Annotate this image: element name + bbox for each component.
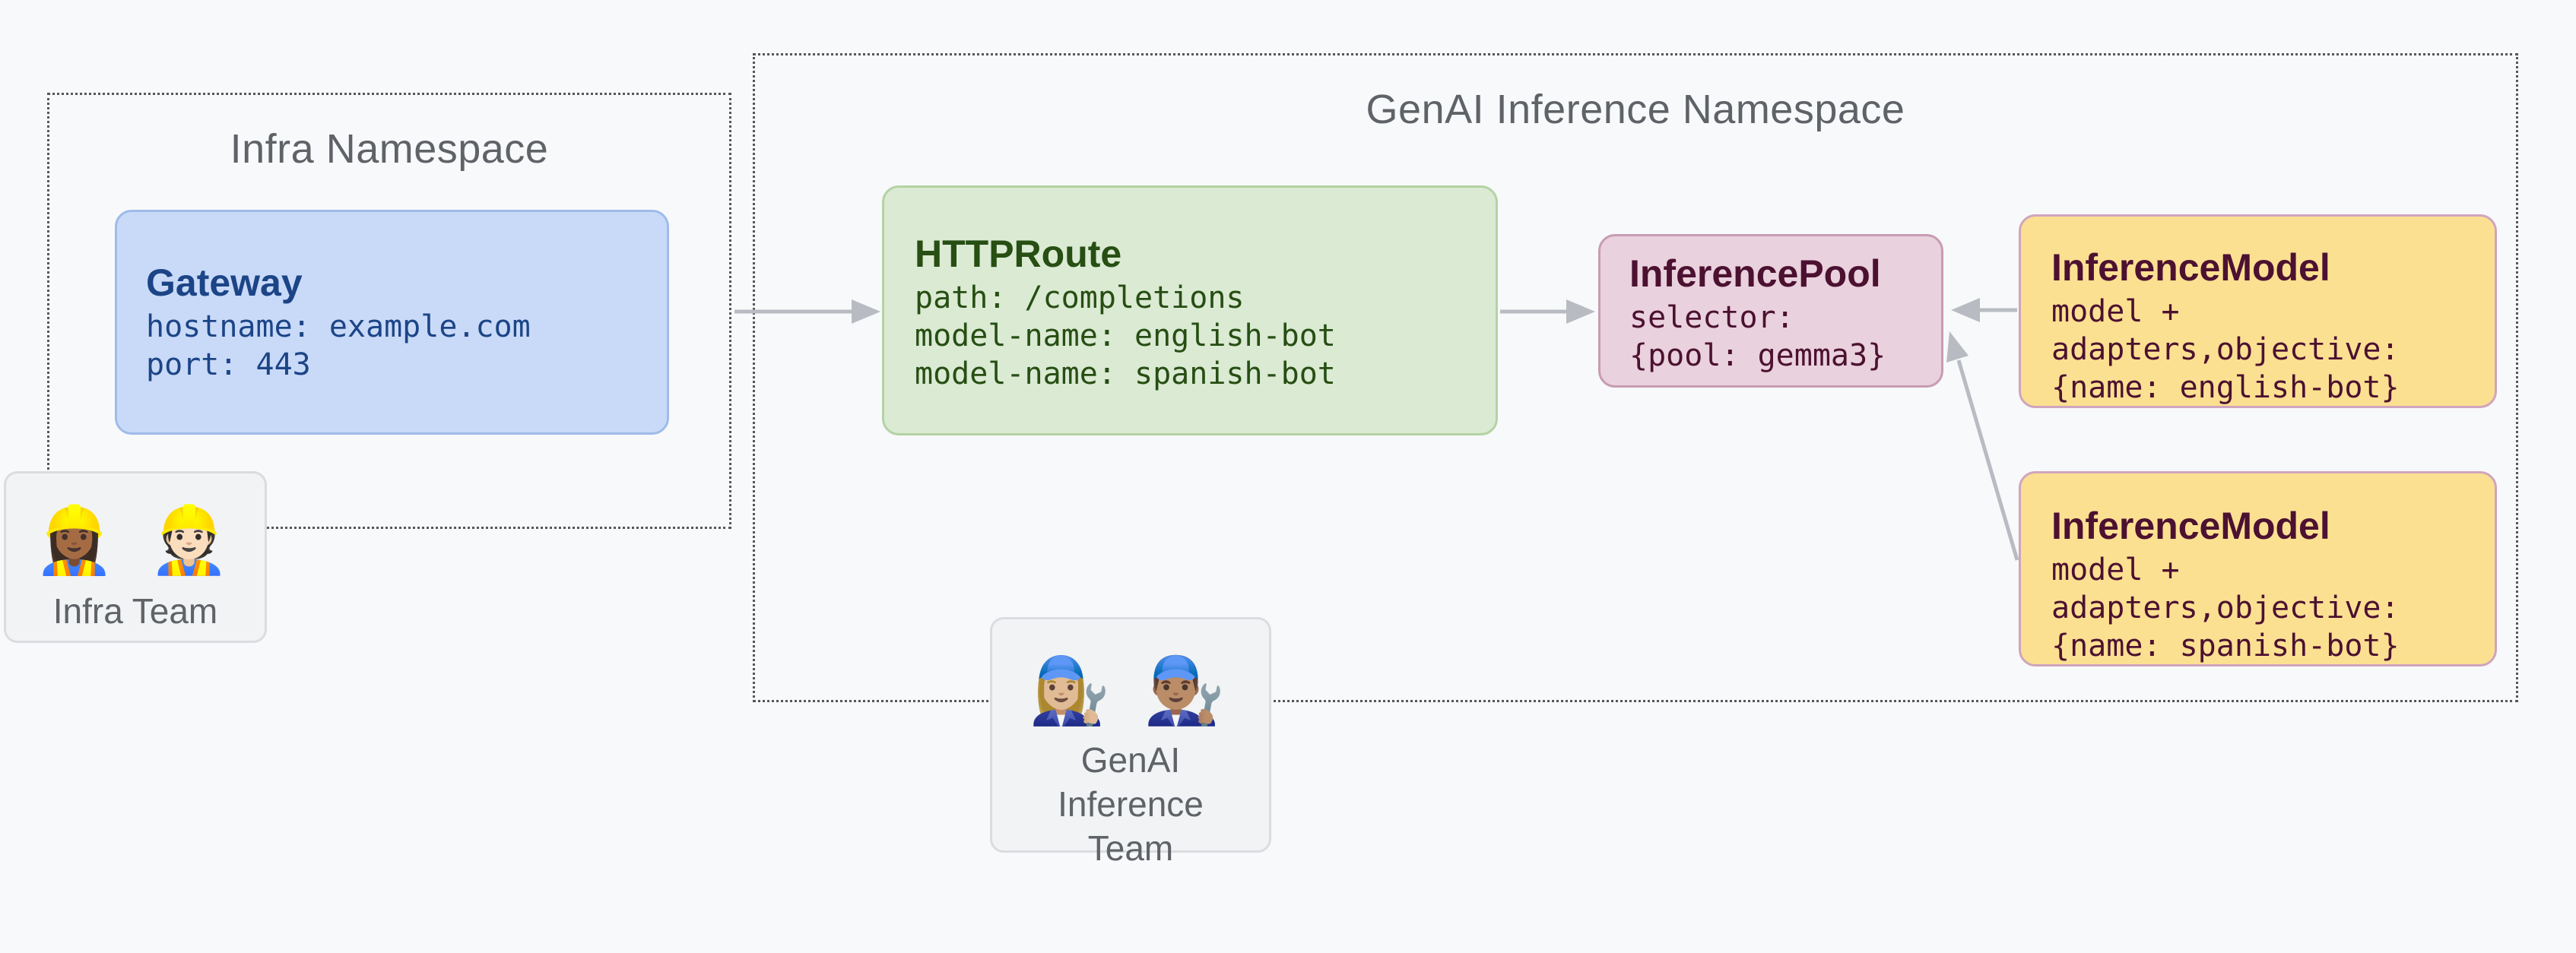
gateway-node: Gateway hostname: example.com port: 443 (115, 210, 669, 435)
inference-model-spanish-line-3: {name: spanish-bot} (2051, 628, 2400, 663)
genai-namespace-container: GenAI Inference Namespace (753, 53, 2518, 702)
infra-namespace-title: Infra Namespace (230, 126, 549, 172)
inference-model-english-line-1: model + (2051, 294, 2180, 329)
gateway-hostname-line: hostname: example.com (146, 309, 531, 344)
infra-namespace-container: Infra Namespace (47, 93, 731, 529)
infra-team-label: Infra Team (52, 591, 218, 631)
inference-model-spanish-line-1: model + (2051, 552, 2180, 587)
inference-pool-node-title: InferencePool (1629, 252, 1881, 295)
inference-model-english-line-3: {name: english-bot} (2051, 370, 2400, 405)
httproute-model-spanish-line: model-name: spanish-bot (915, 356, 1336, 391)
inference-model-spanish-title: InferenceModel (2051, 505, 2330, 547)
inference-model-spanish-line-2: adapters,objective: (2051, 590, 2400, 625)
inference-model-spanish-node: InferenceModel model + adapters,objectiv… (2019, 471, 2497, 666)
inference-model-english-title: InferenceModel (2051, 246, 2330, 289)
construction-workers-icon: 👷🏾‍♀️ 👷🏻 (33, 504, 238, 577)
inference-pool-label-line: {pool: gemma3} (1629, 338, 1886, 373)
inference-model-english-node: InferenceModel model + adapters,objectiv… (2019, 214, 2497, 408)
httproute-node: HTTPRoute path: /completions model-name:… (882, 185, 1498, 435)
inference-pool-node: InferencePool selector: {pool: gemma3} (1598, 234, 1943, 388)
genai-team-label: GenAI Inference Team (1058, 740, 1204, 868)
genai-team-card: 👩🏼‍🔧 👨🏽‍🔧 GenAI Inference Team (990, 617, 1271, 868)
inference-model-english-line-2: adapters,objective: (2051, 332, 2400, 367)
infra-team-card: 👷🏾‍♀️ 👷🏻 Infra Team (4, 471, 267, 643)
mechanics-icon: 👩🏼‍🔧 👨🏽‍🔧 (1028, 654, 1233, 727)
httproute-path-line: path: /completions (915, 280, 1245, 315)
gateway-node-title: Gateway (146, 261, 303, 304)
inference-pool-selector-line: selector: (1629, 300, 1794, 335)
gateway-port-line: port: 443 (146, 347, 311, 382)
httproute-model-english-line: model-name: english-bot (915, 318, 1336, 353)
httproute-node-title: HTTPRoute (915, 233, 1122, 275)
genai-namespace-title: GenAI Inference Namespace (1366, 87, 1905, 132)
